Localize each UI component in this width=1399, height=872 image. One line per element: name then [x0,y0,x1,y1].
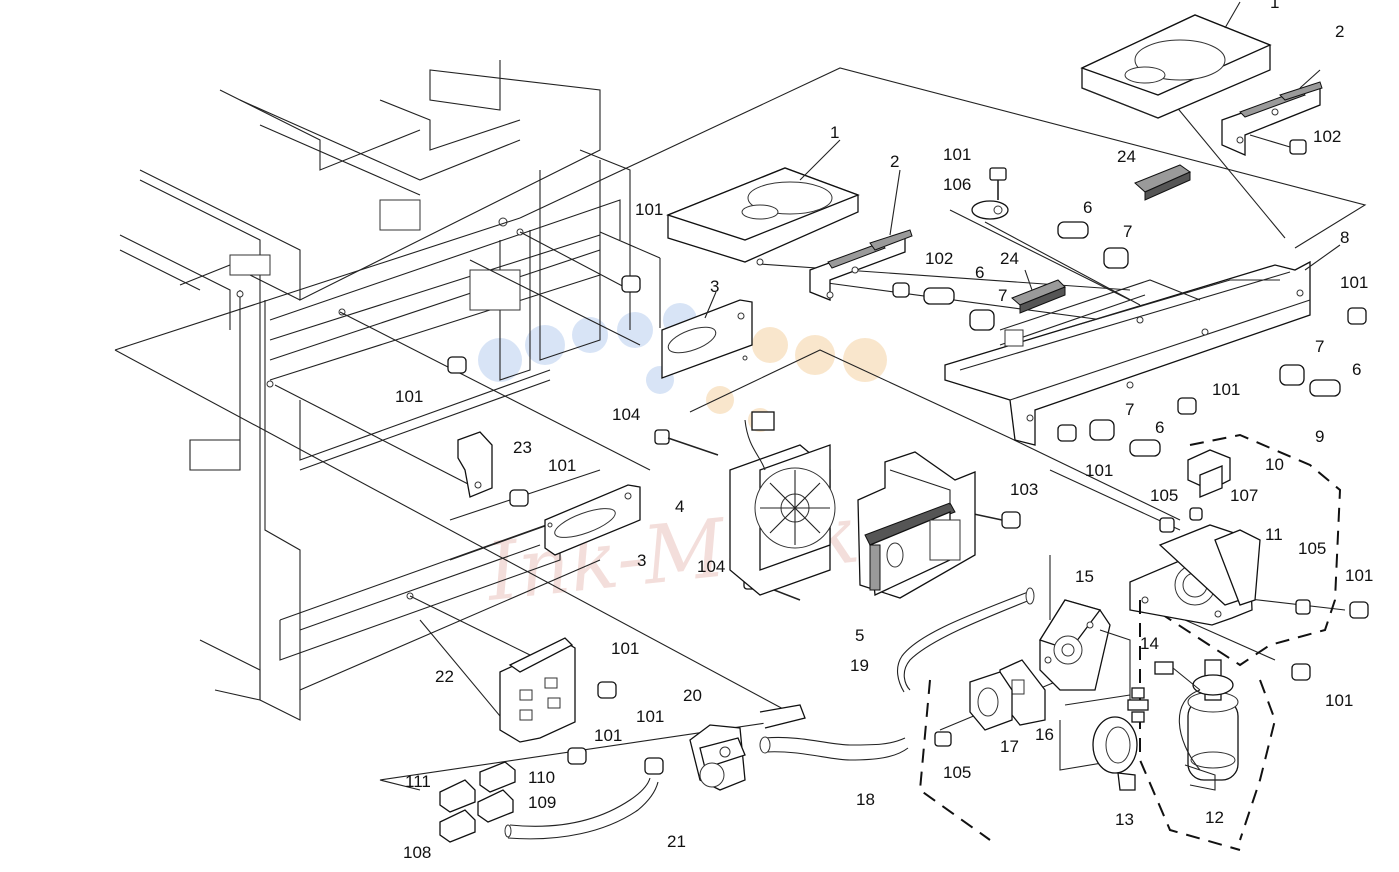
callout-pad-111: 111 [405,772,431,791]
callout-cushion-24: 24 [1000,249,1019,268]
hdd-bracket-top [1221,69,1323,156]
callout-screw-104-a: 104 [612,405,640,424]
cushion-24-part [1011,269,1066,314]
callout-screw-107: 107 [1230,486,1258,505]
machine-frame [119,60,631,721]
callout-bracket-main: 2 [890,152,899,171]
callout-bracket-11: 11 [1265,525,1283,544]
callout-tube-21: 21 [667,832,686,851]
callout-screw-104-b: 104 [697,557,725,576]
callout-bracket-23: 23 [513,438,532,457]
callout-cushion-24-top: 24 [1117,147,1136,166]
callout-screw-105-c: 105 [943,763,971,782]
assembly-lines [114,67,1367,791]
callout-shaft-6-a: 6 [1083,198,1092,217]
callout-screw-101-d: 101 [395,387,423,406]
bracket-11-part [1129,524,1261,626]
callout-pad-110: 110 [528,768,555,787]
callout-roller-7-a: 7 [1123,222,1132,241]
duct-5-part [857,451,976,599]
callout-pad-108: 108 [403,843,431,862]
clamp-13-part [1092,716,1138,791]
shaft-roller-group [923,221,1341,457]
hdd-bracket-main [809,169,913,301]
pump-15-part [1039,599,1111,691]
callout-plate-3-b: 3 [637,551,646,570]
callout-screw-101-f: 101 [1085,461,1113,480]
callout-rail-8: 8 [1340,228,1349,247]
screw-102-top-part [1249,134,1307,155]
nozzle-14-part [1127,687,1149,723]
callout-plate-3-a: 3 [710,277,719,296]
callout-pump-15: 15 [1075,567,1094,586]
plate-3-lower [544,484,641,556]
pads-group [439,761,516,843]
callout-tube-18: 18 [856,790,875,809]
callout-fan-4: 4 [675,497,684,516]
motor-12-part [1154,659,1239,791]
rail-8-part [944,244,1341,446]
callout-motor-12: 12 [1205,808,1224,827]
callout-screw-102-top: 102 [1313,127,1341,146]
callout-screw-105-b: 105 [1298,539,1326,558]
callout-screw-101-a: 101 [943,145,971,164]
callout-plate-17: 17 [1000,737,1019,756]
callout-bushing-106: 106 [943,175,971,194]
callout-hdd-top-2: 2 [1335,22,1344,41]
callout-clamp-13: 13 [1115,810,1134,829]
callout-screw-101-e: 101 [1212,380,1240,399]
tube-19-part [896,587,1035,693]
sensor-10-part [1187,449,1231,498]
callout-screw-101-j: 101 [611,639,639,658]
valve-20-part [689,724,746,791]
screw-set [447,275,1369,775]
callout-screw-101-k: 101 [594,726,622,745]
callout-screw-101-g: 101 [548,456,576,475]
bracket-23-part [457,431,493,498]
callout-screw-101-l: 101 [636,707,664,726]
callout-unit-9: 9 [1315,427,1324,446]
bushing-106-part [971,167,1009,220]
callout-bracket-22: 22 [435,667,454,686]
callout-screw-103: 103 [1010,480,1038,499]
callout-shaft-6-c: 6 [1352,360,1361,379]
callout-screw-102: 102 [925,249,953,268]
hard-disk-top [1080,1,1272,119]
plate-17-part [969,671,1013,731]
callout-tube-19: 19 [850,656,869,675]
callout-screw-105-a: 105 [1150,486,1178,505]
callout-hdd-top: 1 [1270,0,1279,12]
callout-valve-20: 20 [683,686,702,705]
callout-sensor-10: 10 [1265,455,1284,474]
callout-roller-7-c: 7 [1315,337,1324,356]
callout-shaft-6-b: 6 [975,263,984,282]
callout-hdd-main: 1 [830,123,839,142]
callout-shaft-6-d: 6 [1155,418,1164,437]
unit-9-assembly [1129,433,1342,667]
cushion-24-top-part [1134,164,1192,201]
bracket-22-part [499,637,576,743]
callout-roller-7-b: 7 [998,286,1007,305]
tube-21-part [504,777,659,840]
hard-disk-main [666,139,860,266]
callout-pad-109: 109 [528,793,556,812]
callout-screw-101-c: 101 [1340,273,1368,292]
callout-labels: 2 102 1 2 101 106 24 24 101 6 7 102 6 7 … [395,0,1373,862]
tube-18-part [759,704,909,761]
callout-screw-101-h: 101 [1345,566,1373,585]
callout-screw-101-b: 101 [635,200,663,219]
callout-gasket-16: 16 [1035,725,1054,744]
callout-roller-7-d: 7 [1125,400,1134,419]
callout-nozzle-14: 14 [1140,634,1159,653]
plate-3-upper [661,291,753,379]
callout-duct-5: 5 [855,626,864,645]
callout-screw-101-i: 101 [1325,691,1353,710]
fan-4-part [729,411,836,596]
